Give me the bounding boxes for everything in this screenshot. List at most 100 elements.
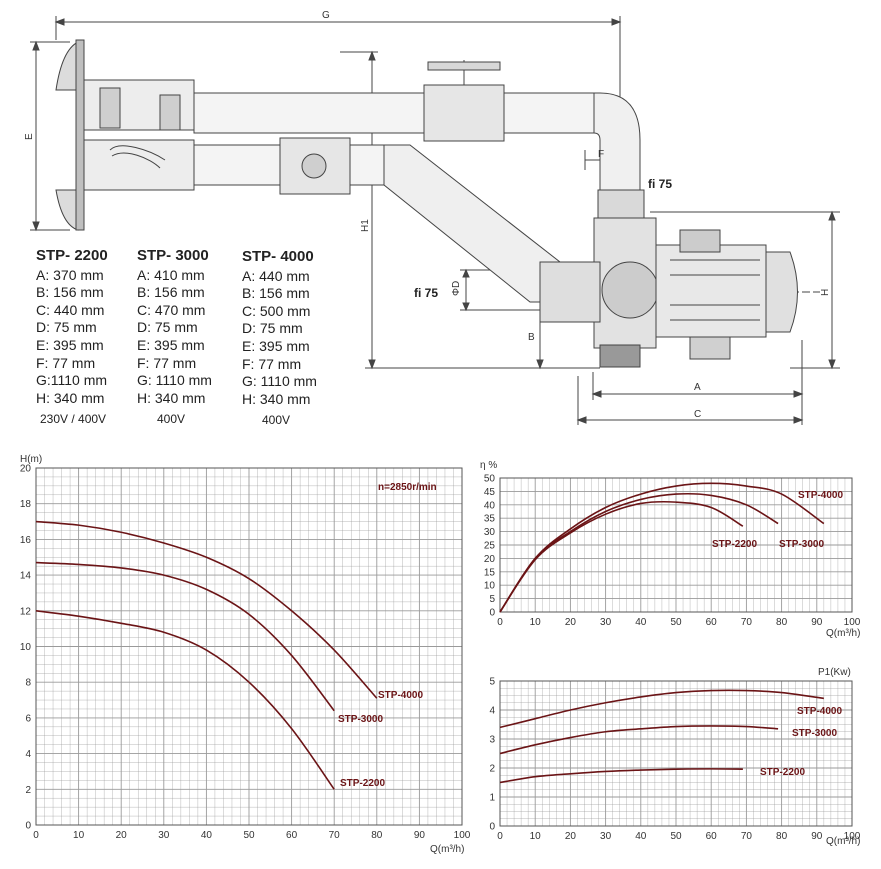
spec-row: B: 156 mm [36, 284, 104, 301]
chart-1-ytick-label: 50 [484, 474, 496, 485]
spec-column-stp3000: STP- 3000 A: 410 mm B: 156 mm C: 470 mm … [137, 247, 212, 429]
chart-0-xtick-label: 30 [158, 830, 170, 841]
chart-1-ytick-label: 35 [484, 514, 496, 525]
spec-row: G:1110 mm [36, 372, 108, 389]
chart-2-series-label-stp-2200: STP-2200 [760, 767, 805, 778]
chart-1-series-line-stp-4000 [499, 482, 825, 613]
chart-2-xtick-label: 80 [776, 831, 788, 842]
chart-2-series-line-stp-3000 [499, 725, 779, 755]
chart-0-ytick-label: 12 [20, 606, 32, 617]
spec-column-stp2200: STP- 2200 A: 370 mm B: 156 mm C: 440 mm … [36, 247, 108, 429]
chart-1-xtick-label: 0 [497, 617, 503, 628]
chart-2-xtick-label: 70 [741, 831, 753, 842]
dim-label-h1: H1 [360, 219, 371, 232]
chart-2-xtick-label: 100 [844, 831, 861, 842]
dim-label-f: F [598, 149, 604, 160]
spec-row: H: 340 mm [36, 389, 105, 406]
spec-row: G: 1110 mm [242, 373, 317, 390]
chart-1-xtick-label: 90 [811, 617, 823, 628]
chart-2-xtick-label: 40 [635, 831, 647, 842]
chart-0-xtick-label: 80 [371, 830, 383, 841]
chart-2-series-line-stp-2200 [499, 768, 743, 784]
chart-1-ytick-label: 15 [484, 567, 496, 578]
spec-row: C: 470 mm [137, 301, 206, 318]
chart-1-xtick-label: 40 [635, 617, 647, 628]
chart-1-ytick-label: 45 [484, 487, 496, 498]
chart-1-xtick-label: 70 [741, 617, 753, 628]
chart-1-series-label-stp-2200: STP-2200 [712, 539, 757, 550]
spec-voltage: 400V [262, 413, 291, 428]
chart-1-series-label-stp-4000: STP-4000 [798, 490, 843, 501]
spec-row: C: 500 mm [242, 302, 311, 319]
spec-voltage: 230V / 400V [40, 412, 107, 427]
chart-1-x-axis-label: Q(m³/h) [826, 628, 860, 639]
chart-2-ytick-label: 5 [489, 677, 495, 688]
chart-0-series-line-stp-2200 [35, 610, 335, 790]
chart-2-xtick-label: 90 [811, 831, 823, 842]
chart-1-frame [499, 477, 853, 613]
dim-label-h: H [820, 289, 831, 296]
chart-1-xtick-label: 20 [565, 617, 577, 628]
dim-label-c: C [694, 409, 701, 420]
chart-1-xtick-label: 10 [530, 617, 542, 628]
spec-column-stp4000: STP- 4000 A: 440 mm B: 156 mm C: 500 mm … [242, 248, 317, 430]
chart-0-xtick-label: 60 [286, 830, 298, 841]
chart-0-ytick-label: 0 [25, 821, 31, 832]
chart-1-ytick-label: 40 [484, 500, 496, 511]
chart-2-xtick-label: 30 [600, 831, 612, 842]
dim-label-a: A [694, 382, 701, 393]
spec-model: STP- 3000 [137, 247, 209, 264]
chart-0-ytick-label: 18 [20, 499, 32, 510]
chart-1-ytick-label: 30 [484, 527, 496, 538]
chart-0-ytick-label: 14 [20, 571, 32, 582]
chart-1-xtick-label: 100 [844, 617, 861, 628]
spec-row: B: 156 mm [137, 284, 205, 301]
chart-1-series-label-stp-3000: STP-3000 [779, 539, 824, 550]
spec-row: H: 340 mm [242, 390, 311, 407]
chart-1-xtick-label: 60 [706, 617, 718, 628]
chart-1-series-line-stp-2200 [499, 500, 744, 613]
chart-2-xtick-label: 60 [706, 831, 718, 842]
spec-row: F: 77 mm [242, 355, 302, 372]
spec-row: A: 440 mm [242, 267, 310, 284]
chart-0-ytick-label: 6 [25, 713, 31, 724]
dim-label-g: G [322, 10, 330, 21]
dim-label-b: B [528, 332, 535, 343]
chart-2-ytick-label: 4 [489, 706, 495, 717]
spec-row: E: 395 mm [36, 336, 104, 353]
chart-0-y-axis-label: H(m) [20, 454, 42, 465]
spec-row: D: 75 mm [242, 320, 303, 337]
chart-2-xtick-label: 0 [497, 831, 503, 842]
chart-0-xtick-label: 70 [329, 830, 341, 841]
spec-row: B: 156 mm [242, 285, 310, 302]
spec-row: C: 440 mm [36, 301, 105, 318]
chart-0-xtick-label: 40 [201, 830, 213, 841]
chart-1-ytick-label: 25 [484, 541, 496, 552]
chart-0-annotation: n=2850r/min [378, 482, 437, 493]
chart-2-series-label-stp-4000: STP-4000 [797, 706, 842, 717]
spec-row: F: 77 mm [137, 354, 197, 371]
chart-1-series-line-stp-3000 [499, 492, 779, 613]
spec-row: E: 395 mm [242, 337, 310, 354]
spec-voltage: 400V [157, 412, 186, 427]
chart-0-series-label-stp-3000: STP-3000 [338, 714, 383, 725]
chart-0-xtick-label: 10 [73, 830, 85, 841]
chart-2-xtick-label: 20 [565, 831, 577, 842]
spec-model: STP- 2200 [36, 247, 108, 264]
chart-2-x-axis-label: Q(m³/h) [826, 836, 860, 847]
chart-0-ytick-label: 2 [25, 785, 31, 796]
chart-0-xtick-label: 100 [454, 830, 471, 841]
chart-0-ytick-label: 16 [20, 535, 32, 546]
dim-label-d: ΦD [451, 281, 462, 296]
chart-0-xtick-label: 0 [33, 830, 39, 841]
pump-drawing: G E H1 F ΦD B H A C fi 75 fi 75 [24, 10, 840, 425]
chart-0-xtick-label: 20 [116, 830, 128, 841]
chart-2-ytick-label: 2 [489, 764, 495, 775]
chart-2-ytick-label: 0 [489, 822, 495, 833]
chart-2-xtick-label: 10 [530, 831, 542, 842]
chart-1-ytick-label: 20 [484, 554, 496, 565]
pipe-label-top: fi 75 [648, 177, 672, 191]
spec-row: F: 77 mm [36, 354, 96, 371]
chart-0-series-line-stp-4000 [35, 520, 378, 699]
